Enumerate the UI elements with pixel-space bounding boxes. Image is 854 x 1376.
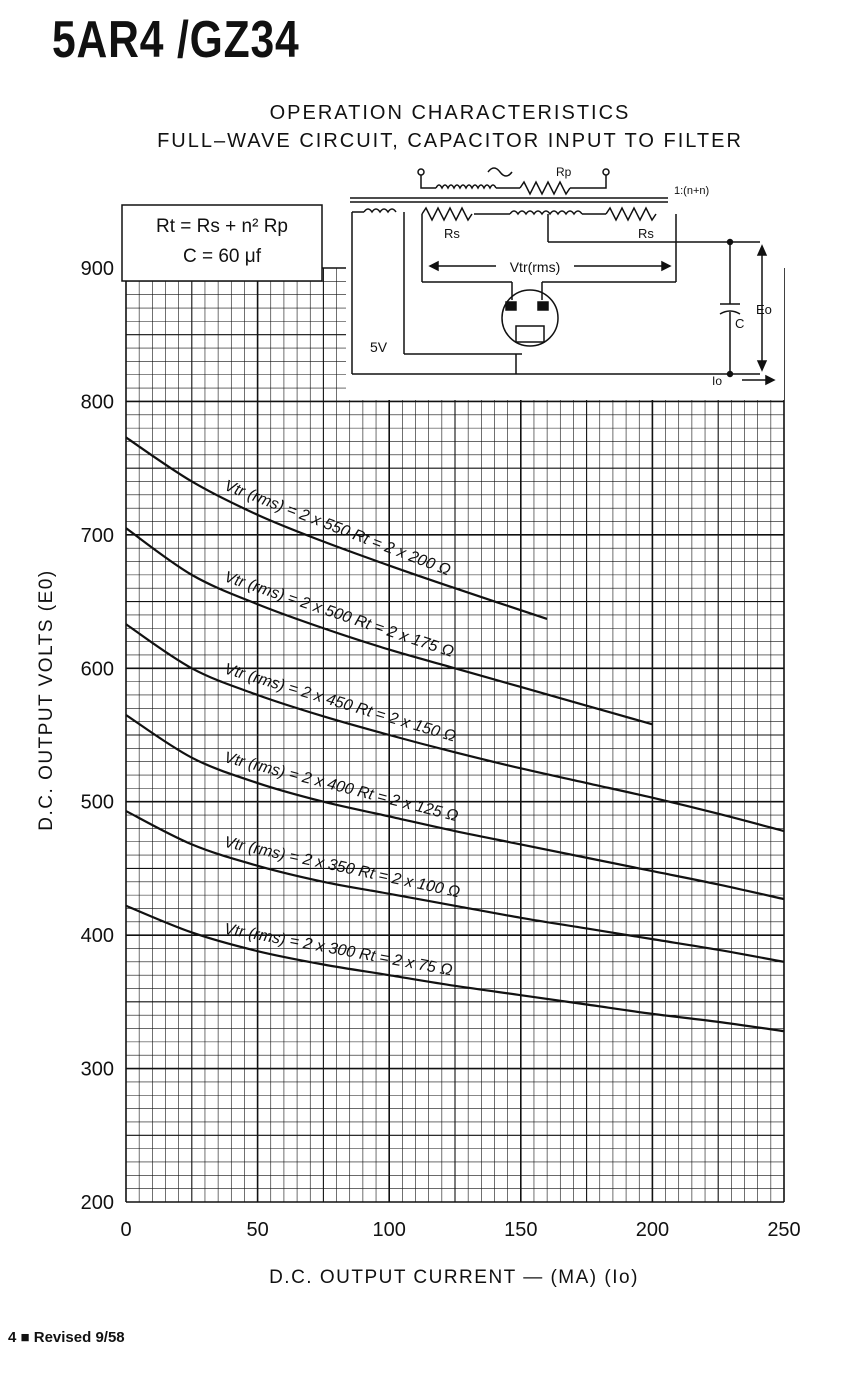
series-label: Vtr (rms) = 2 x 550 Rt = 2 x 200 Ω xyxy=(222,477,453,579)
y-tick-label: 300 xyxy=(81,1059,114,1081)
schematic-eo-label: Eo xyxy=(756,302,772,317)
y-tick-label: 600 xyxy=(81,658,114,680)
x-tick-label: 250 xyxy=(767,1219,800,1241)
page-footer: 4 ■ Revised 9/58 xyxy=(8,1329,125,1346)
schematic-rs-left-label: Rs xyxy=(444,226,460,241)
x-axis-label: D.C. OUTPUT CURRENT — (MA) (Io) xyxy=(269,1267,639,1288)
chart-subtitle: FULL–WAVE CIRCUIT, CAPACITOR INPUT TO FI… xyxy=(157,130,743,152)
schematic-vtr-label: Vtr(rms) xyxy=(510,259,561,275)
series-line xyxy=(125,527,653,726)
x-tick-label: 150 xyxy=(504,1219,537,1241)
x-tick-label: 200 xyxy=(636,1219,669,1241)
chart-ticks: 0 50 100 150 200 250 200 300 400 500 600 700 800 900 xyxy=(81,258,801,1241)
chart-title: OPERATION CHARACTERISTICS xyxy=(269,102,631,124)
series-line xyxy=(125,436,548,620)
schematic-heater-label: 5V xyxy=(370,339,388,355)
series-line xyxy=(125,714,785,901)
y-tick-label: 900 xyxy=(81,258,114,280)
footer-page-number: 4 xyxy=(8,1329,17,1346)
x-tick-label: 100 xyxy=(373,1219,406,1241)
schematic-rp-label: Rp xyxy=(556,165,572,179)
x-tick-label: 0 xyxy=(120,1219,131,1241)
schematic-cap-label: C xyxy=(735,316,744,331)
schematic-ratio-label: 1:(n+n) xyxy=(674,185,709,197)
y-tick-label: 200 xyxy=(81,1192,114,1214)
footer-square-icon: ■ xyxy=(20,1329,30,1346)
y-tick-label: 800 xyxy=(81,391,114,413)
schematic-rs-right-label: Rs xyxy=(638,226,654,241)
series-line xyxy=(125,810,785,963)
y-tick-label: 500 xyxy=(81,792,114,814)
formula-rt: Rt = Rs + n² Rp xyxy=(156,216,288,237)
y-axis-label: D.C. OUTPUT VOLTS (E0) xyxy=(36,569,57,830)
formula-box: Rt = Rs + n² Rp C = 60 μf xyxy=(121,204,323,282)
formula-c: C = 60 μf xyxy=(183,246,262,267)
chart-curves xyxy=(125,436,785,1033)
series-line xyxy=(125,904,785,1033)
circuit-schematic: Rp 1:(n+n) Rs Rs Vtr(rms) 5V C Eo Io xyxy=(346,165,784,400)
y-tick-label: 700 xyxy=(81,525,114,547)
series-line xyxy=(125,623,785,833)
schematic-io-label: Io xyxy=(712,374,722,388)
x-tick-label: 50 xyxy=(246,1219,268,1241)
document-title: 5AR4 /GZ34 xyxy=(52,11,300,69)
footer-revision: Revised 9/58 xyxy=(33,1329,125,1346)
y-tick-label: 400 xyxy=(81,925,114,947)
